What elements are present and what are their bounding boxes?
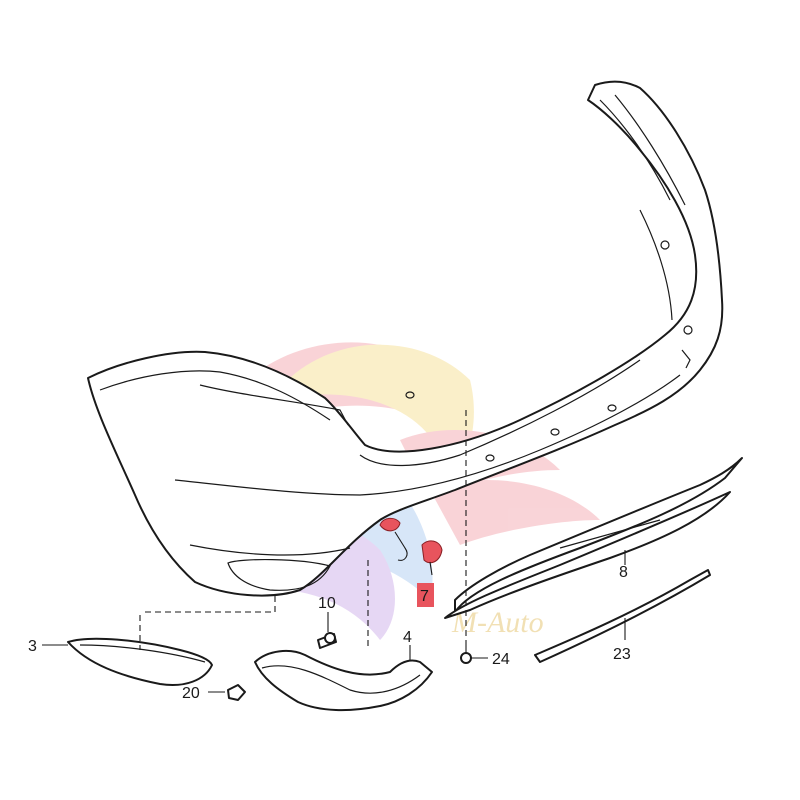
callout-24: 24 <box>492 651 510 668</box>
lower-diffuser <box>444 457 743 619</box>
screw-10 <box>317 632 337 649</box>
callout-4: 4 <box>403 629 412 646</box>
callout-8: 8 <box>619 564 628 581</box>
screw-24 <box>460 640 472 664</box>
callout-23: 23 <box>613 646 631 663</box>
callout-3: 3 <box>28 638 37 655</box>
bracket-side <box>254 649 433 712</box>
trim-strip <box>534 569 711 663</box>
callout-10: 10 <box>318 595 336 612</box>
rear-bumper-cover <box>87 80 724 597</box>
reflector-left <box>67 637 213 686</box>
callout-20: 20 <box>182 685 200 702</box>
callout-7: 7 <box>420 588 429 605</box>
tow-eye-cover <box>379 517 443 576</box>
callout-7-highlight <box>417 583 434 607</box>
clip-20 <box>227 684 246 701</box>
